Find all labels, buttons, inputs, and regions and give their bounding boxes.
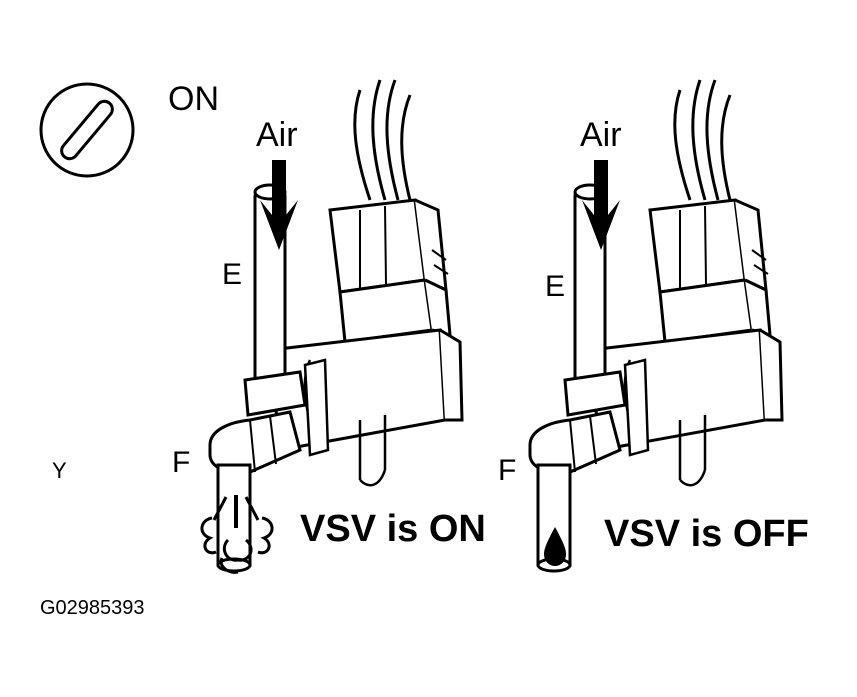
corner-letter: Y xyxy=(52,458,67,483)
right-port-e-label: E xyxy=(545,270,566,303)
left-status-label: VSV is ON xyxy=(300,508,486,550)
right-air-label: Air xyxy=(580,116,622,154)
air-arrow-icon xyxy=(582,160,620,250)
air-puff-icon xyxy=(200,495,274,574)
right-port-f-label: F xyxy=(498,454,517,487)
drip-icon xyxy=(544,527,566,566)
ignition-state-label: ON xyxy=(168,80,219,118)
left-air-label: Air xyxy=(256,116,298,154)
ignition-switch-icon xyxy=(39,82,135,178)
left-port-f-label: F xyxy=(172,446,191,479)
left-port-e-label: E xyxy=(222,258,243,291)
air-arrow-icon xyxy=(260,160,298,250)
right-status-label: VSV is OFF xyxy=(604,513,809,555)
vsv-valve-icon xyxy=(528,78,784,573)
figure-code: G02985393 xyxy=(40,597,145,619)
